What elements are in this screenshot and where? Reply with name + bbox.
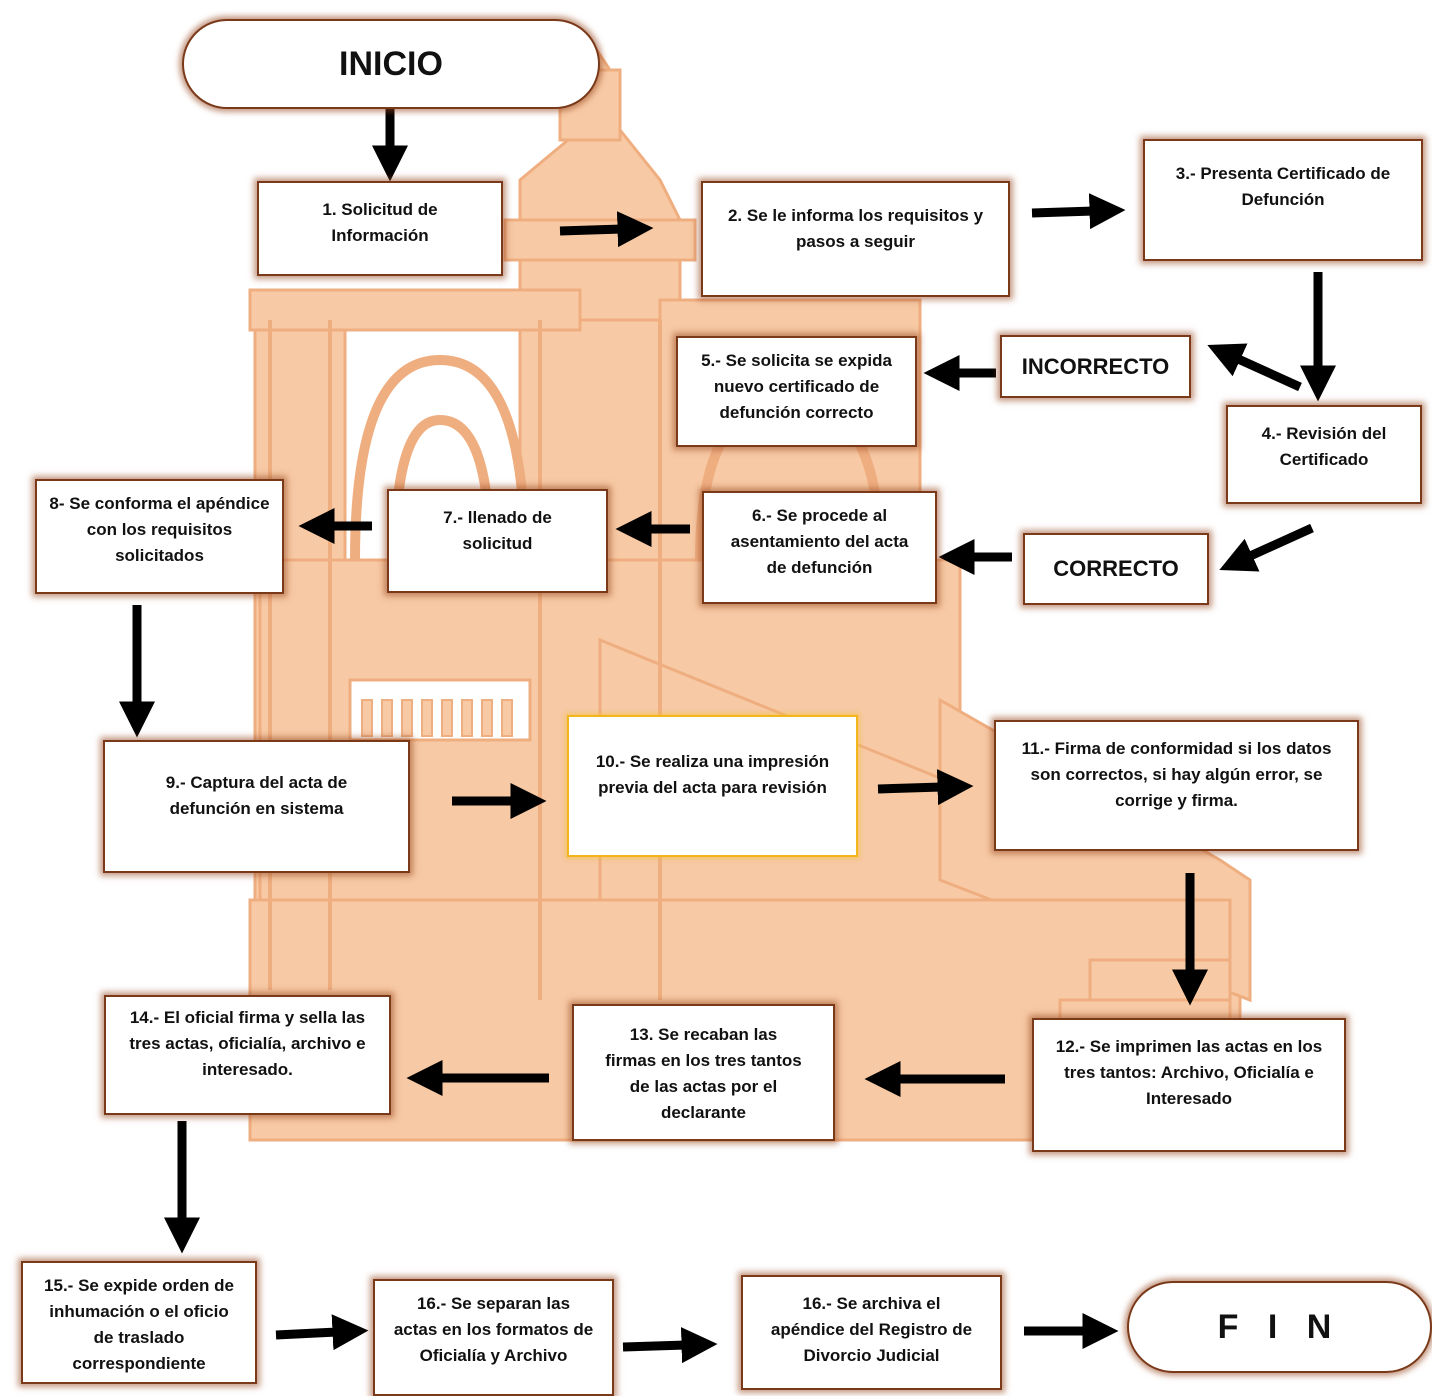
step-4-box: 4.- Revisión del Certificado [1226, 405, 1422, 504]
step-14-box: 14.- El oficial firma y sella las tres a… [104, 995, 391, 1115]
step-3-box: 3.- Presenta Certificado de Defunción [1143, 139, 1423, 261]
step-10-box: 10.- Se realiza una impresión previa del… [567, 715, 858, 857]
step-2-box: 2. Se le informa los requisitos y pasos … [701, 181, 1010, 297]
correct-decision-box: CORRECTO [1023, 533, 1209, 605]
step-16b-box: 16.- Se archiva el apéndice del Registro… [741, 1275, 1002, 1390]
incorrect-decision-box: INCORRECTO [1000, 335, 1191, 398]
step-5-box: 5.- Se solicita se expida nuevo certific… [676, 336, 917, 447]
step-1-box: 1. Solicitud de Información [257, 181, 503, 276]
step-12-box: 12.- Se imprimen las actas en los tres t… [1032, 1018, 1346, 1152]
start-terminator: INICIO [182, 19, 600, 109]
step-7-box: 7.- llenado de solicitud [387, 489, 608, 593]
end-terminator: F I N [1127, 1281, 1432, 1373]
step-13-box: 13. Se recaban las firmas en los tres ta… [572, 1004, 835, 1141]
step-11-box: 11.- Firma de conformidad si los datos s… [994, 720, 1359, 851]
step-16a-box: 16.- Se separan las actas en los formato… [373, 1279, 614, 1396]
step-15-box: 15.- Se expide orden de inhumación o el … [21, 1261, 257, 1384]
step-9-box: 9.- Captura del acta de defunción en sis… [103, 740, 410, 873]
step-6-box: 6.- Se procede al asentamiento del acta … [702, 491, 937, 604]
step-8-box: 8- Se conforma el apéndice con los requi… [35, 479, 284, 594]
